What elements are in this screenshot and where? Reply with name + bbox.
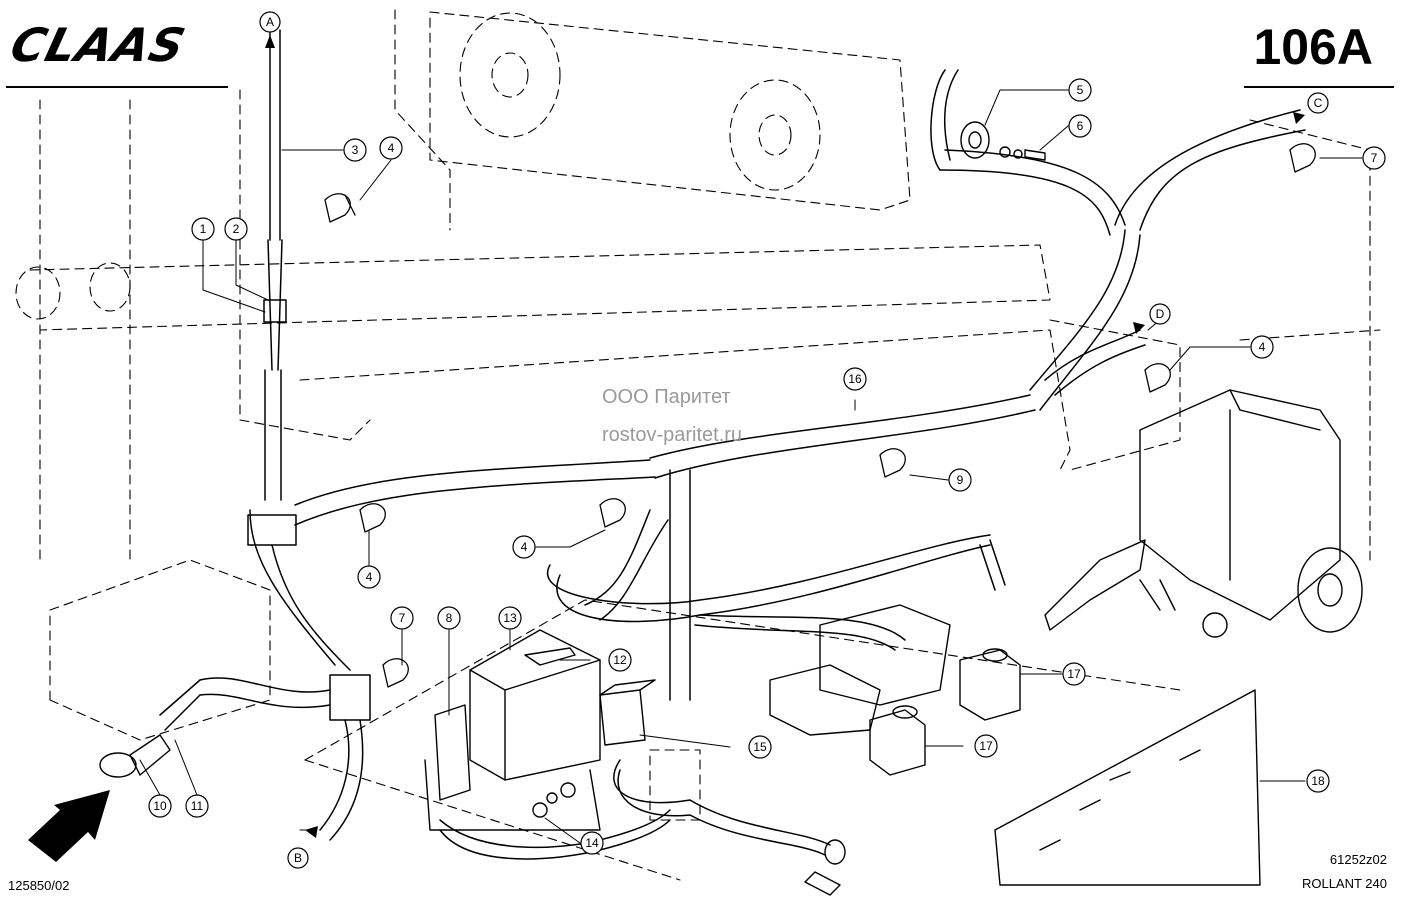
screw-14 <box>532 782 576 818</box>
callout-15: 15 <box>753 740 767 754</box>
callout-circle-12 <box>608 648 632 672</box>
callout-circle-9 <box>948 468 972 492</box>
callout-17b: 17 <box>979 739 993 753</box>
callout-circle-8 <box>437 606 461 630</box>
solenoid-17-lower <box>869 705 926 776</box>
callout-circle-4b <box>1250 335 1274 359</box>
callout-3: 3 <box>352 143 359 157</box>
solenoid-17-upper <box>959 648 1021 721</box>
callout-12: 12 <box>613 653 627 667</box>
bottom-left-arrow <box>28 790 110 862</box>
page-number: 106A <box>1253 19 1373 75</box>
callout-circles <box>148 11 1386 869</box>
callout-circle-13 <box>498 606 522 630</box>
callout-circle-16 <box>843 367 867 391</box>
callout-circle-6 <box>1068 114 1092 138</box>
bolt-6 <box>999 146 1046 161</box>
callout-circle-15 <box>748 735 772 759</box>
dashed-background-outlines <box>15 9 1381 881</box>
callout-7a: 7 <box>1371 151 1378 165</box>
callout-circle-17b <box>974 734 998 758</box>
plug-10 <box>99 734 171 778</box>
watermark-url: rostov-paritet.ru <box>602 424 743 446</box>
connector-C: C <box>1314 96 1323 110</box>
callout-5: 5 <box>1077 83 1084 97</box>
callout-circle-14 <box>580 831 604 855</box>
connector-arrowheads <box>265 35 1305 838</box>
callout-16: 16 <box>848 372 862 386</box>
callout-numbers: 1 2 3 4 5 6 7 4 16 9 4 4 7 8 13 12 15 14… <box>153 15 1377 865</box>
plate-18 <box>994 689 1261 886</box>
connector-A: A <box>266 15 274 29</box>
callout-circle-3 <box>343 138 367 162</box>
main-harness-cable <box>159 29 1306 860</box>
callout-circle-11 <box>185 794 209 818</box>
callout-circle-18 <box>1306 769 1330 793</box>
callout-circle-7a <box>1362 146 1386 170</box>
cable-clips <box>324 143 1316 688</box>
connector-B: B <box>294 851 302 865</box>
callout-4d: 4 <box>366 570 373 584</box>
connector-circle-C <box>1307 92 1329 114</box>
callout-11: 11 <box>191 799 204 813</box>
connector-circle-D <box>1149 303 1171 325</box>
callout-7b: 7 <box>399 611 406 625</box>
harness-plug-end <box>804 839 846 896</box>
callout-10: 10 <box>153 799 167 813</box>
callout-17a: 17 <box>1067 667 1081 681</box>
drawing-reference: 125850/02 <box>8 878 70 893</box>
callout-circle-10 <box>148 794 172 818</box>
callout-9: 9 <box>957 473 964 487</box>
valve-block <box>769 604 951 736</box>
leader-lines <box>139 29 1363 844</box>
callout-2: 2 <box>233 222 240 236</box>
callout-13: 13 <box>503 611 517 625</box>
callout-circle-5 <box>1068 78 1092 102</box>
callout-4c: 4 <box>521 540 528 554</box>
callout-circle-4c <box>512 535 536 559</box>
relay-15 <box>599 679 656 746</box>
callout-circle-2 <box>224 217 248 241</box>
callout-circle-1 <box>191 217 215 241</box>
callout-4a: 4 <box>388 141 395 155</box>
callout-circle-4d <box>357 565 381 589</box>
socket-5 <box>960 121 990 159</box>
baler-illustration <box>1044 389 1363 638</box>
figure-code: 61252z02 <box>1329 852 1387 867</box>
callout-18: 18 <box>1311 774 1325 788</box>
control-box-13 <box>469 629 601 781</box>
callout-circle-4a <box>379 136 403 160</box>
callout-circle-7b <box>390 606 414 630</box>
bracket-8 <box>424 704 601 831</box>
page-number-underline <box>1244 86 1394 88</box>
logo-underline <box>6 86 228 88</box>
callout-circle-17a <box>1062 662 1086 686</box>
callout-6: 6 <box>1077 119 1084 133</box>
callout-1: 1 <box>200 222 207 236</box>
connector-D: D <box>1156 307 1165 321</box>
connector-circle-B <box>287 847 309 869</box>
connector-circle-A <box>259 11 281 33</box>
watermark-company: ООО Паритет <box>602 386 731 408</box>
callout-8: 8 <box>446 611 453 625</box>
model-name: ROLLANT 240 <box>1301 876 1387 891</box>
callout-14: 14 <box>585 836 599 850</box>
callout-4b: 4 <box>1259 340 1266 354</box>
